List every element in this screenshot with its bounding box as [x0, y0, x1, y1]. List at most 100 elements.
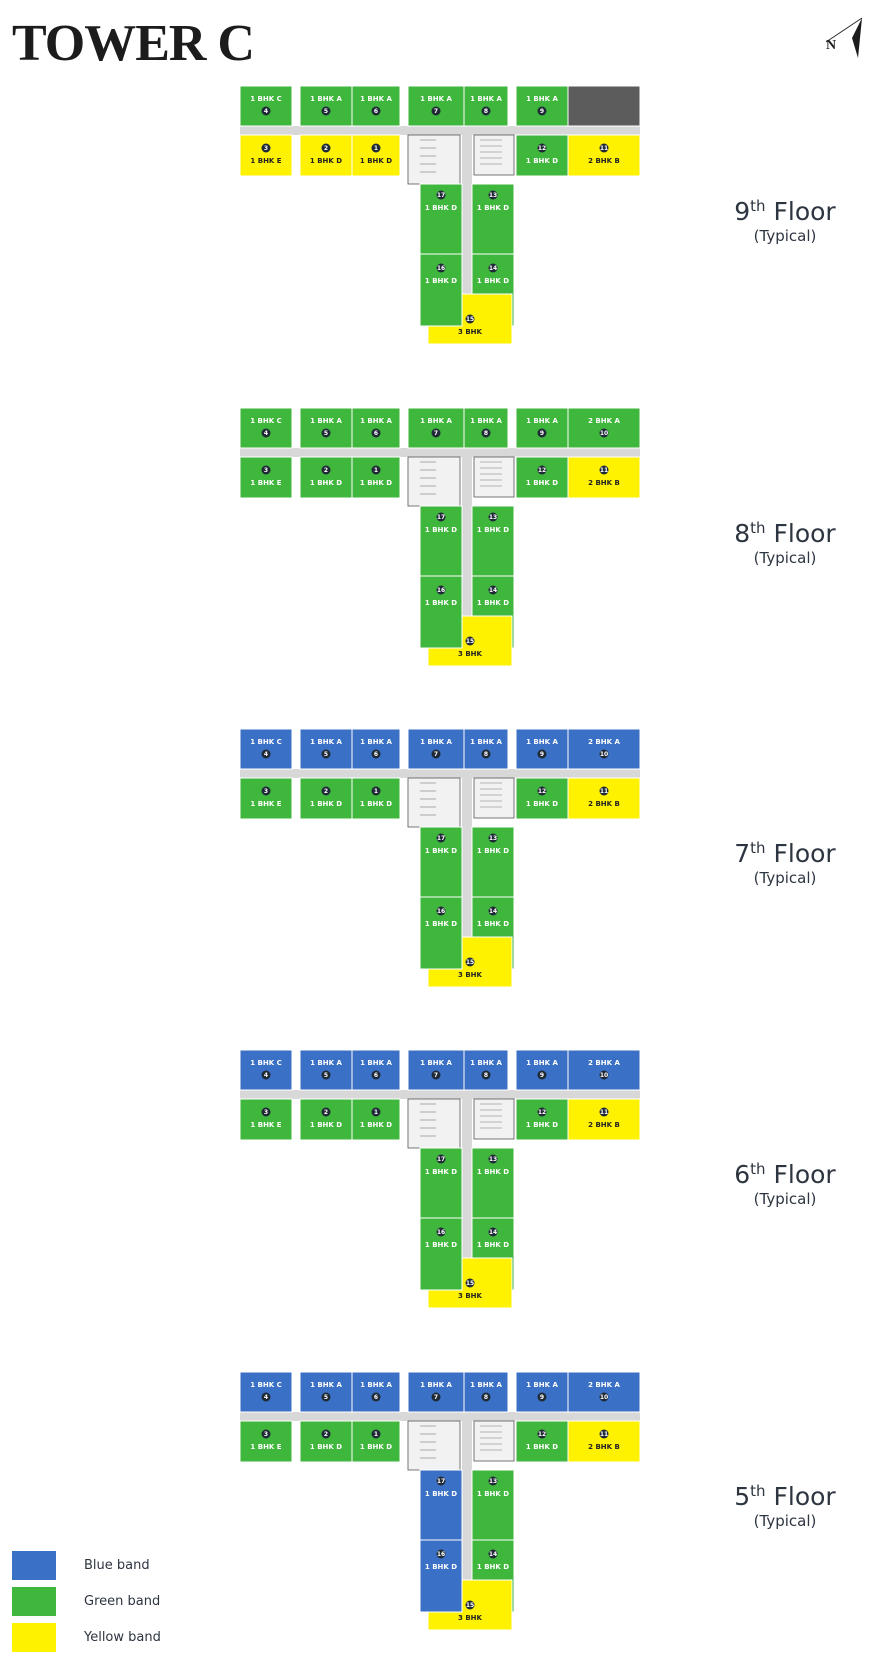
unit-12[interactable]: 1 BHK D12 — [515, 456, 569, 499]
unit-9[interactable]: 1 BHK A9 — [515, 407, 569, 449]
unit-4[interactable]: 1 BHK C4 — [240, 85, 293, 127]
unit-6[interactable]: 1 BHK A6 — [351, 85, 401, 127]
unit-type-label: 1 BHK D — [477, 920, 509, 928]
unit-number: 14 — [489, 1551, 497, 1558]
unit-5[interactable]: 1 BHK A5 — [299, 85, 353, 127]
unit-number: 7 — [434, 1394, 438, 1401]
floor-note: (Typical) — [753, 227, 817, 245]
unit-1[interactable]: 1 BHK D1 — [351, 1420, 401, 1463]
unit-type-label: 1 BHK D — [310, 479, 342, 487]
unit-shape — [240, 407, 293, 449]
corridor-vertical — [462, 778, 472, 938]
unit-13[interactable]: 1 BHK D13 — [471, 1469, 515, 1541]
unit-4[interactable]: 1 BHK C4 — [240, 1049, 293, 1091]
unit-12[interactable]: 1 BHK D12 — [515, 1098, 569, 1141]
unit-number: 6 — [374, 751, 378, 758]
unit-11[interactable]: 2 BHK B11 — [567, 1420, 641, 1463]
unit-3[interactable]: 1 BHK E3 — [240, 777, 293, 820]
unit-10[interactable] — [567, 85, 641, 127]
unit-2[interactable]: 1 BHK D2 — [299, 1098, 353, 1141]
unit-type-label: 1 BHK D — [425, 847, 457, 855]
unit-7[interactable]: 1 BHK A7 — [407, 85, 465, 127]
unit-13[interactable]: 1 BHK D13 — [471, 505, 515, 577]
unit-12[interactable]: 1 BHK D 12 — [515, 134, 569, 177]
unit-8[interactable]: 1 BHK A8 — [463, 1371, 509, 1413]
unit-8[interactable]: 1 BHK A8 — [463, 85, 509, 127]
unit-10[interactable]: 2 BHK A10 — [567, 1371, 641, 1413]
unit-16[interactable]: 1 BHK D16 — [419, 575, 463, 649]
unit-7[interactable]: 1 BHK A7 — [407, 1371, 465, 1413]
unit-5[interactable]: 1 BHK A5 — [299, 728, 353, 770]
unit-3[interactable]: 1 BHK E3 — [240, 1420, 293, 1463]
unit-8[interactable]: 1 BHK A8 — [463, 407, 509, 449]
unit-type-label: 1 BHK D — [526, 157, 558, 165]
unit-17[interactable]: 1 BHK D17 — [419, 1469, 463, 1541]
unit-number: 12 — [538, 788, 546, 795]
unit-11[interactable]: 2 BHK B11 — [567, 456, 641, 499]
unit-8[interactable]: 1 BHK A8 — [463, 728, 509, 770]
unit-17[interactable]: 1 BHK D17 — [419, 826, 463, 898]
unit-17[interactable]: 1 BHK D17 — [419, 1147, 463, 1219]
unit-5[interactable]: 1 BHK A5 — [299, 1371, 353, 1413]
unit-9[interactable]: 1 BHK A9 — [515, 1371, 569, 1413]
unit-type-label: 1 BHK A — [470, 417, 502, 425]
unit-7[interactable]: 1 BHK A7 — [407, 407, 465, 449]
unit-3[interactable]: 1 BHK E3 — [240, 456, 293, 499]
unit-number-badge — [321, 1392, 331, 1402]
unit-6[interactable]: 1 BHK A6 — [351, 1371, 401, 1413]
unit-2[interactable]: 1 BHK D2 — [299, 456, 353, 499]
unit-1[interactable]: 1 BHK D1 — [351, 777, 401, 820]
corridor-vertical — [462, 1099, 472, 1259]
unit-11[interactable]: 2 BHK B11 — [567, 134, 641, 177]
floor-label-8: 8th Floor(Typical) — [700, 520, 870, 568]
unit-1[interactable]: 1 BHK D1 — [351, 134, 401, 177]
unit-16[interactable]: 1 BHK D16 — [419, 896, 463, 970]
unit-2[interactable]: 1 BHK D2 — [299, 1420, 353, 1463]
unit-type-label: 1 BHK A — [526, 1059, 558, 1067]
unit-9[interactable]: 1 BHK A9 — [515, 728, 569, 770]
unit-7[interactable]: 1 BHK A7 — [407, 728, 465, 770]
unit-shape — [299, 407, 353, 449]
unit-2[interactable]: 1 BHK D2 — [299, 134, 353, 177]
unit-11[interactable]: 2 BHK B11 — [567, 777, 641, 820]
unit-13[interactable]: 1 BHK D13 — [471, 826, 515, 898]
unit-5[interactable]: 1 BHK A5 — [299, 1049, 353, 1091]
unit-16[interactable]: 1 BHK D16 — [419, 1539, 463, 1613]
unit-6[interactable]: 1 BHK A6 — [351, 1049, 401, 1091]
unit-16[interactable]: 1 BHK D16 — [419, 253, 463, 327]
unit-shape — [567, 728, 641, 770]
unit-10[interactable]: 2 BHK A10 — [567, 407, 641, 449]
unit-11[interactable]: 2 BHK B11 — [567, 1098, 641, 1141]
unit-4[interactable]: 1 BHK C4 — [240, 728, 293, 770]
unit-2[interactable]: 1 BHK D2 — [299, 777, 353, 820]
unit-4[interactable]: 1 BHK C4 — [240, 1371, 293, 1413]
unit-9[interactable]: 1 BHK A9 — [515, 85, 569, 127]
unit-number: 12 — [538, 145, 546, 152]
unit-17[interactable]: 1 BHK D17 — [419, 505, 463, 577]
unit-3[interactable]: 1 BHK E3 — [240, 1098, 293, 1141]
unit-10[interactable]: 2 BHK A10 — [567, 1049, 641, 1091]
unit-type-label: 1 BHK D — [425, 599, 457, 607]
unit-7[interactable]: 1 BHK A7 — [407, 1049, 465, 1091]
floor-name: 5th Floor — [700, 1483, 870, 1511]
unit-17[interactable]: 1 BHK D17 — [419, 183, 463, 255]
unit-3[interactable]: 1 BHK E3 — [240, 134, 293, 177]
unit-6[interactable]: 1 BHK A6 — [351, 407, 401, 449]
unit-12[interactable]: 1 BHK D12 — [515, 777, 569, 820]
unit-8[interactable]: 1 BHK A8 — [463, 1049, 509, 1091]
unit-13[interactable]: 1 BHK D13 — [471, 1147, 515, 1219]
unit-13[interactable]: 1 BHK D13 — [471, 183, 515, 255]
unit-1[interactable]: 1 BHK D1 — [351, 1098, 401, 1141]
unit-6[interactable]: 1 BHK A6 — [351, 728, 401, 770]
unit-16[interactable]: 1 BHK D16 — [419, 1217, 463, 1291]
unit-12[interactable]: 1 BHK D12 — [515, 1420, 569, 1463]
unit-10[interactable]: 2 BHK A10 — [567, 728, 641, 770]
unit-4[interactable]: 1 BHK C4 — [240, 407, 293, 449]
unit-9[interactable]: 1 BHK A9 — [515, 1049, 569, 1091]
unit-5[interactable]: 1 BHK A5 — [299, 407, 353, 449]
corridor-horizontal — [240, 1412, 640, 1421]
unit-1[interactable]: 1 BHK D1 — [351, 456, 401, 499]
unit-number: 13 — [489, 192, 497, 199]
unit-type-label: 2 BHK B — [588, 157, 620, 165]
unit-number-badge — [321, 1107, 331, 1117]
